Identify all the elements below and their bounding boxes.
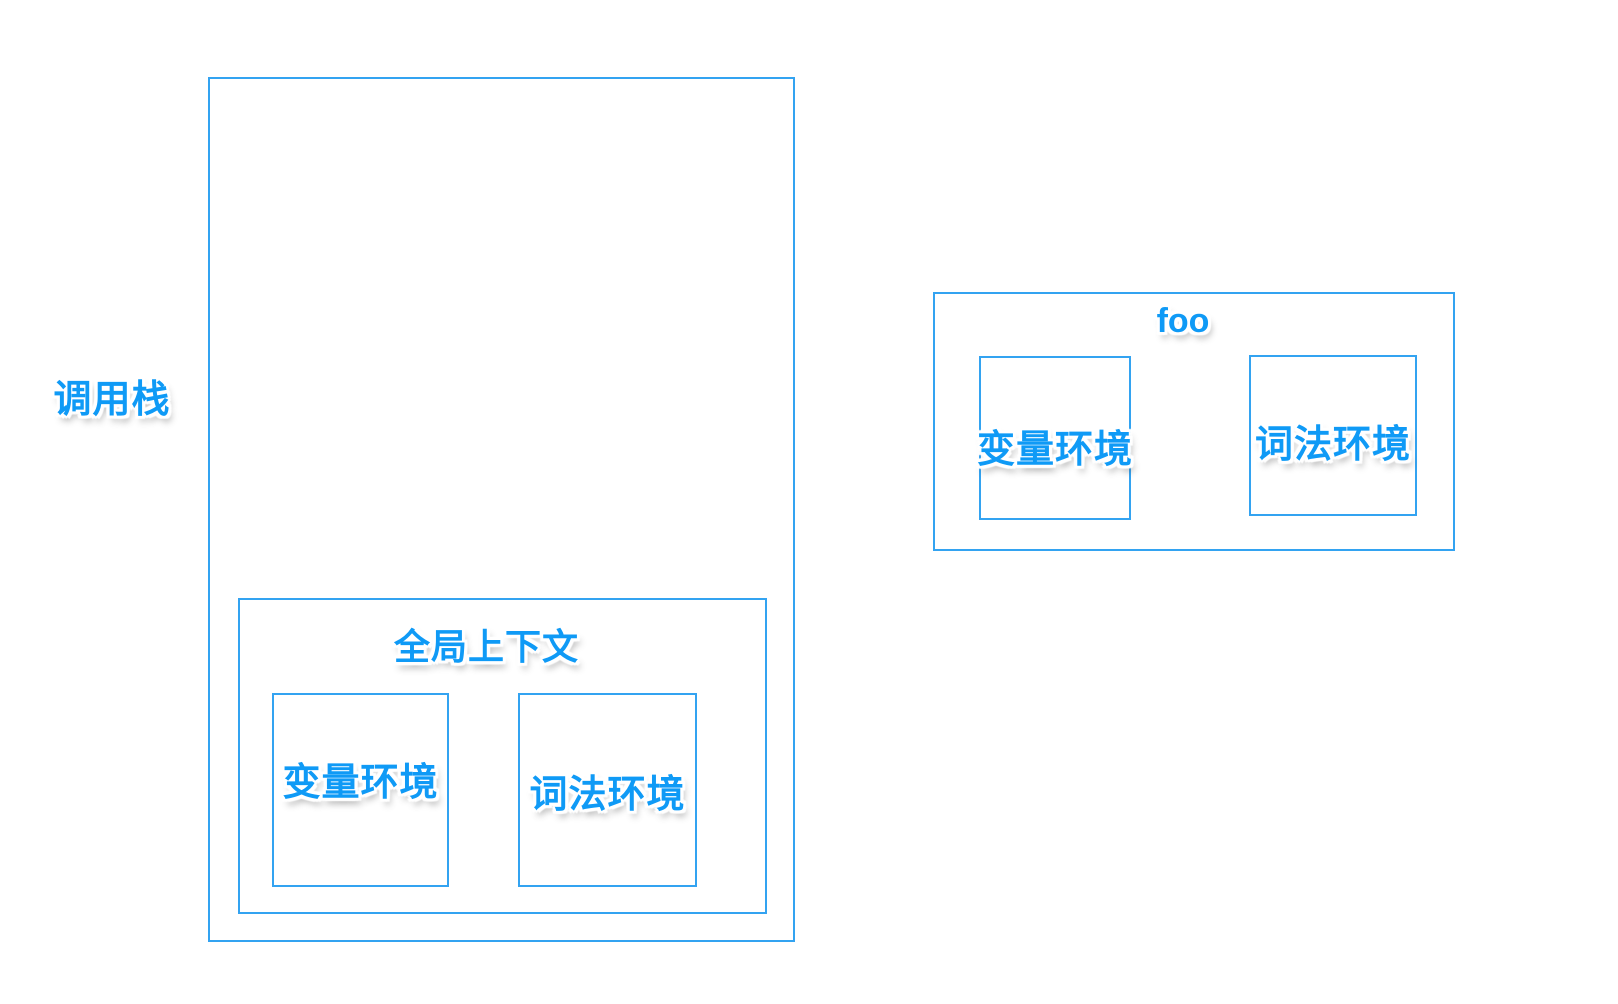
call-stack-frame: 全局上下文 变量环境 词法环境 xyxy=(208,77,795,942)
foo-context-title: foo xyxy=(1156,302,1210,340)
foo-lexical-environment-box: 词法环境 xyxy=(1249,355,1417,516)
global-context-title: 全局上下文 xyxy=(393,626,579,667)
global-context-frame: 全局上下文 变量环境 词法环境 xyxy=(238,598,767,914)
global-variable-environment-box: 变量环境 xyxy=(272,693,449,887)
global-variable-environment-label: 变量环境 xyxy=(282,762,439,804)
global-lexical-environment-box: 词法环境 xyxy=(518,693,697,887)
foo-context-frame: foo 变量环境 词法环境 xyxy=(933,292,1455,551)
foo-variable-environment-box: 变量环境 xyxy=(977,356,1132,520)
foo-lexical-environment-label: 词法环境 xyxy=(1254,424,1411,466)
global-lexical-environment-label: 词法环境 xyxy=(529,774,686,816)
call-stack-label: 调用栈 xyxy=(53,379,171,421)
foo-variable-environment-label: 变量环境 xyxy=(976,429,1133,471)
